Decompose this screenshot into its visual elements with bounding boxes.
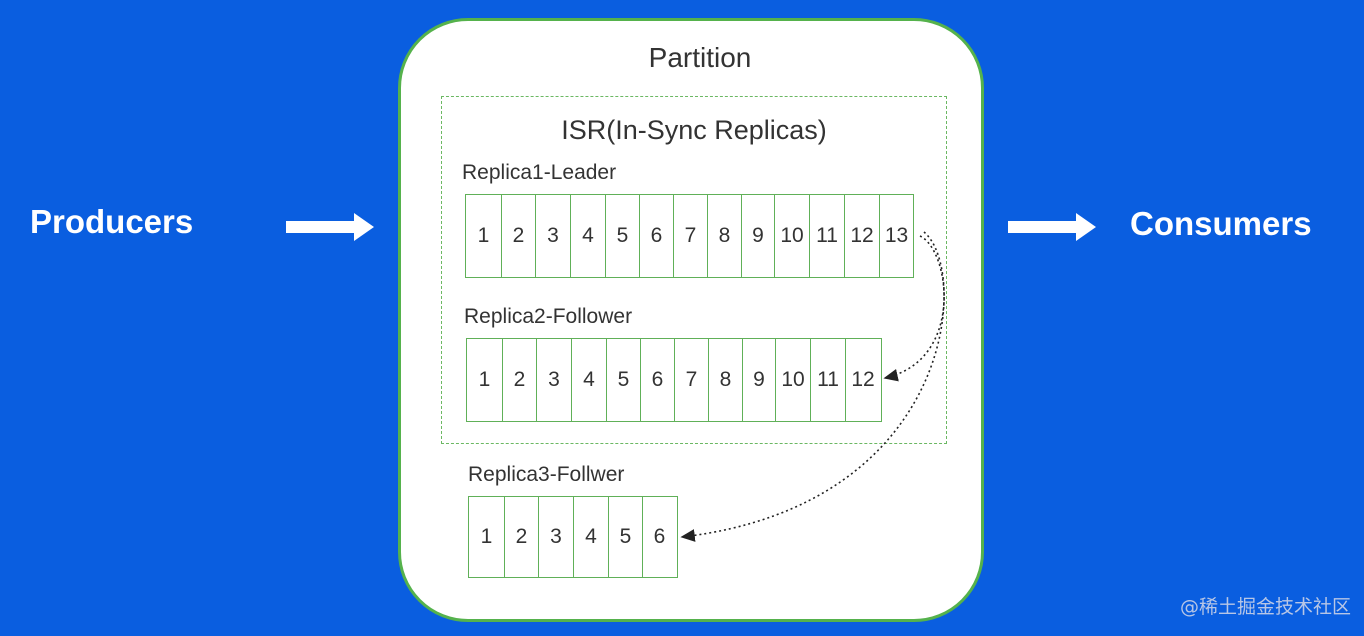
replica-2-label: Replica2-Follower: [464, 305, 633, 328]
log-offset-cell: 6: [639, 338, 676, 422]
log-offset-cell: 3: [538, 496, 574, 578]
log-offset-cell: 4: [572, 496, 610, 578]
partition-title: Partition: [648, 42, 752, 73]
log-offset-cell: 5: [606, 338, 641, 422]
log-offset-cell: 12: [843, 194, 881, 278]
log-offset-cell: 7: [674, 338, 709, 422]
log-offset-cell: 3: [535, 194, 571, 278]
log-offset-cell: 9: [741, 194, 775, 278]
log-offset-cell: 6: [638, 194, 675, 278]
log-offset-cell: 2: [500, 194, 537, 278]
log-offset-cell: 8: [707, 338, 744, 422]
right-arrow-icon: [1008, 213, 1096, 241]
log-offset-cell: 2: [501, 338, 538, 422]
log-offset-cell: 10: [773, 194, 811, 278]
replica-1-label: Replica1-Leader: [462, 161, 617, 184]
producers-label: Producers: [30, 203, 194, 240]
log-offset-cell: 2: [503, 496, 540, 578]
log-offset-cell: 11: [809, 194, 845, 278]
log-offset-cell: 1: [465, 194, 502, 278]
log-offset-cell: 12: [844, 338, 882, 422]
log-offset-cell: 9: [742, 338, 776, 422]
log-offset-cell: 1: [466, 338, 503, 422]
log-offset-cell: 5: [605, 194, 640, 278]
log-offset-cell: 5: [608, 496, 643, 578]
log-offset-cell: 4: [569, 194, 607, 278]
log-offset-cell: 7: [673, 194, 708, 278]
log-offset-cell: 3: [536, 338, 572, 422]
log-offset-cell: 11: [810, 338, 846, 422]
log-offset-cell: 1: [468, 496, 505, 578]
log-offset-cell: 6: [641, 496, 678, 578]
log-offset-cell: 13: [879, 194, 914, 278]
log-offset-cell: 4: [570, 338, 608, 422]
isr-title: ISR(In-Sync Replicas): [561, 115, 827, 145]
log-offset-cell: 8: [706, 194, 743, 278]
consumers-label: Consumers: [1130, 205, 1312, 242]
watermark: @稀土掘金技术社区: [1180, 596, 1352, 618]
log-offset-cell: 10: [774, 338, 812, 422]
right-arrow-icon: [286, 213, 374, 241]
replica-3-label: Replica3-Follwer: [468, 463, 625, 486]
